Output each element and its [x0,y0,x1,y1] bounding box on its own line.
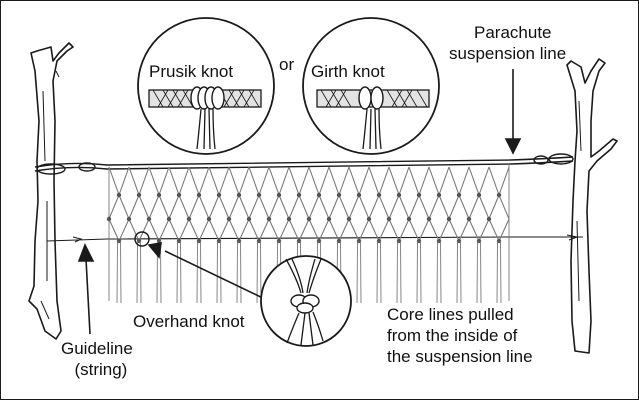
core-lines-label: Core lines pulled from the inside of the… [387,304,533,367]
right-stick [566,58,618,354]
overhand-knot-label: Overhand knot [133,312,245,331]
core-lines-label-3: the suspension line [387,347,533,366]
prusik-knot-icon [137,17,275,155]
suspension-line [34,153,574,175]
guideline-string [46,234,583,243]
guideline-label: Guideline (string) [61,338,133,380]
left-stick [28,42,74,340]
parachute-line-label: Parachute suspension line [449,22,566,64]
overhand-knot-icon [260,255,352,347]
guideline-label-2: (string) [74,360,128,379]
core-lines-label-2: from the inside of [387,326,518,345]
guideline-label-1: Guideline [61,339,133,358]
parachute-line-label-2: suspension line [449,44,567,63]
overhand-marker [134,231,150,247]
girth-knot-label: Girth knot [311,62,385,81]
prusik-knot-label: Prusik knot [149,62,234,81]
netting [106,163,510,304]
parachute-line-label-1: Parachute [474,23,552,42]
girth-knot-icon [302,17,440,155]
pointer-arrows [77,69,522,335]
or-label: or [279,55,295,74]
core-lines-label-1: Core lines pulled [387,305,514,324]
